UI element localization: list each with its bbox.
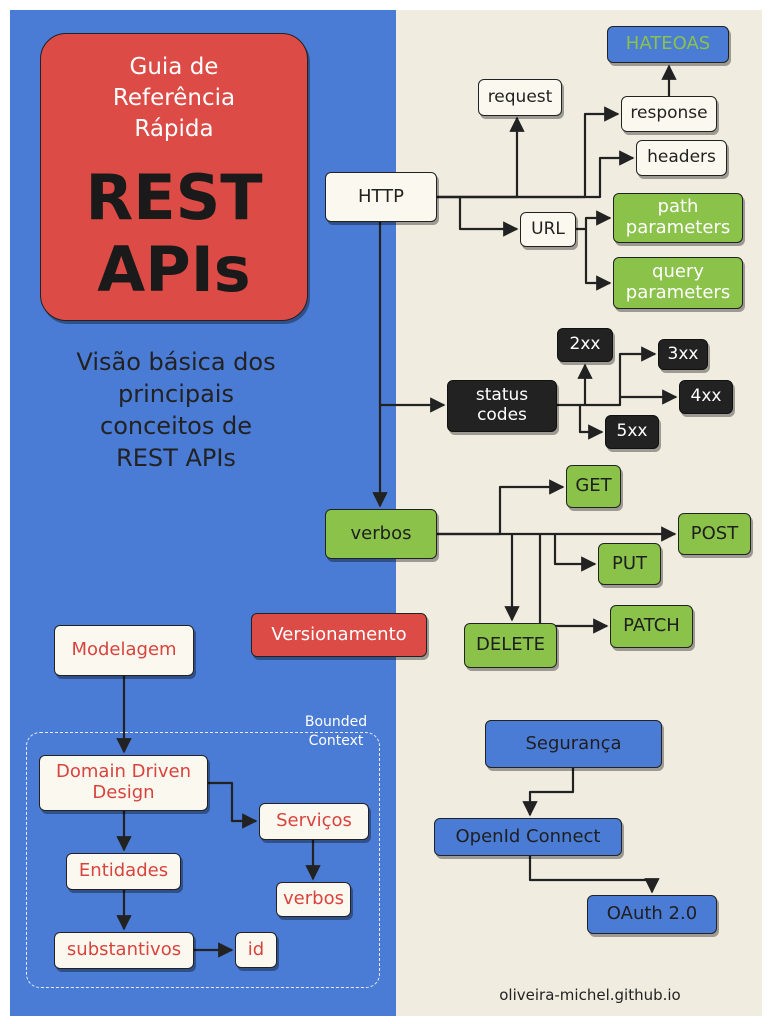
node-patch: PATCH [610,605,693,648]
node-4xx: 4xx [679,380,733,414]
title-card: Guia de Referência Rápida REST APIs [40,33,308,321]
node-id: id [235,932,277,968]
node-openid-connect: OpenId Connect [434,818,622,856]
bounded-context-label: Bounded Context [304,714,368,749]
footer-url: oliveira-michel.github.io [499,986,681,1004]
node-entidades: Entidades [66,853,181,890]
node-headers: headers [636,140,727,176]
node-request: request [478,79,562,116]
node-status-codes: status codes [447,380,557,432]
node-response: response [621,96,717,132]
node-substantivos: substantivos [54,932,194,969]
node-5xx: 5xx [605,415,659,449]
description: Visão básica dos principais conceitos de… [76,348,276,472]
node-modelagem: Modelagem [54,625,194,676]
title-subtitle: Guia de Referência Rápida [112,54,236,142]
node-verbos: verbos [325,509,437,559]
node-get: GET [566,465,621,508]
node-versionamento: Versionamento [251,613,427,657]
node-domain-driven-design: Domain Driven Design [39,755,208,811]
node-put: PUT [598,543,661,585]
node-url: URL [520,212,576,247]
node-query-parameters: query parameters [613,257,743,309]
node-http: HTTP [325,172,437,222]
node-delete: DELETE [464,623,557,668]
node-verbos-modelagem: verbos [276,882,351,917]
node-hateoas: HATEOAS [607,26,729,63]
node-servicos: Serviços [259,803,369,840]
bounded-context-frame [26,732,380,988]
node-post: POST [678,513,751,555]
node-seguranca: Segurança [485,720,662,768]
node-path-parameters: path parameters [613,193,743,243]
title-main: REST APIs [85,161,263,306]
node-oauth: OAuth 2.0 [587,895,717,934]
node-3xx: 3xx [658,339,708,370]
node-2xx: 2xx [557,328,613,362]
